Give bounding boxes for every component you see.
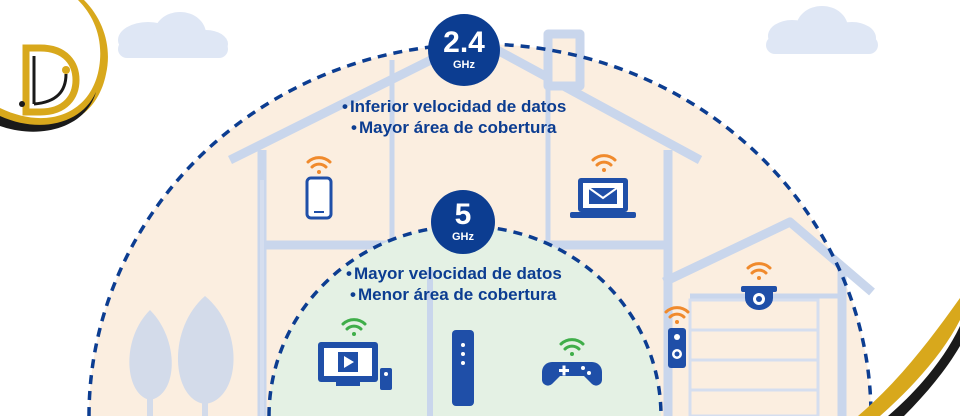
bullet-5ghz-1: •Mayor velocidad de datos	[346, 264, 562, 283]
laptop-mail-icon	[570, 178, 636, 218]
badge-24ghz-unit: GHz	[453, 59, 475, 71]
wifi-icon	[559, 338, 585, 356]
wifi-icon	[306, 156, 332, 174]
wifi-icon	[664, 306, 690, 324]
tv-icon	[318, 342, 392, 390]
badge-24ghz: 2.4 GHz	[428, 14, 500, 86]
wifi-icon	[591, 154, 617, 172]
cloud-left	[118, 12, 228, 58]
coverage-5ghz-boundary	[267, 224, 663, 416]
smartphone-icon	[305, 176, 333, 220]
router-icon	[452, 330, 474, 406]
bullet-24ghz-1: •Inferior velocidad de datos	[342, 97, 567, 116]
corner-swoosh-top-left	[0, 0, 108, 128]
badge-5ghz-value: 5	[454, 198, 472, 231]
security-camera-icon	[741, 286, 777, 310]
corner-swoosh-top-left-dark	[0, 92, 96, 132]
wifi-icon	[341, 318, 367, 336]
badge-5ghz: 5 GHz	[431, 190, 495, 254]
tree-left	[129, 310, 172, 416]
badge-24ghz-value: 2.4	[443, 26, 485, 59]
tree-right	[177, 296, 234, 416]
bullet-24ghz-2: •Mayor área de cobertura	[351, 118, 557, 137]
bullets-24ghz: •Inferior velocidad de datos •Mayor área…	[342, 96, 566, 138]
bullet-5ghz-2: •Menor área de cobertura	[350, 285, 557, 304]
cloud-right	[766, 6, 878, 54]
logo-mark	[19, 44, 80, 116]
badge-5ghz-unit: GHz	[452, 231, 474, 243]
doorbell-icon	[668, 328, 686, 368]
gamepad-icon	[542, 362, 602, 386]
wifi-icon	[746, 262, 772, 280]
bullets-5ghz: •Mayor velocidad de datos •Menor área de…	[346, 263, 562, 305]
